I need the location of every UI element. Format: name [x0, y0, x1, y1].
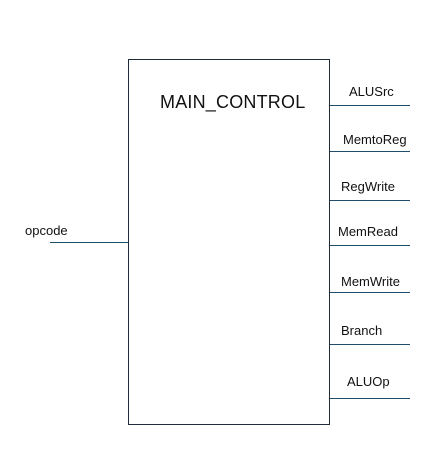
output-label-branch: Branch — [341, 323, 383, 338]
output-wire-memtoreg — [330, 151, 410, 152]
block-title: MAIN_CONTROL — [160, 92, 306, 112]
output-wire-branch — [330, 344, 410, 345]
output-wire-aluop — [330, 398, 410, 399]
output-label-aluop: ALUOp — [347, 374, 390, 389]
output-wire-regwrite — [330, 200, 410, 201]
input-wire-opcode — [50, 242, 128, 243]
output-label-alusrc: ALUSrc — [349, 84, 394, 99]
output-wire-alusrc — [330, 105, 410, 106]
output-wire-memread — [330, 245, 410, 246]
input-label-opcode: opcode — [25, 223, 68, 238]
output-wire-memwrite — [330, 292, 410, 293]
output-label-memwrite: MemWrite — [341, 274, 400, 289]
output-label-regwrite: RegWrite — [341, 179, 395, 194]
output-label-memread: MemRead — [338, 224, 398, 239]
main-control-block — [128, 59, 330, 425]
output-label-memtoreg: MemtoReg — [343, 132, 407, 147]
